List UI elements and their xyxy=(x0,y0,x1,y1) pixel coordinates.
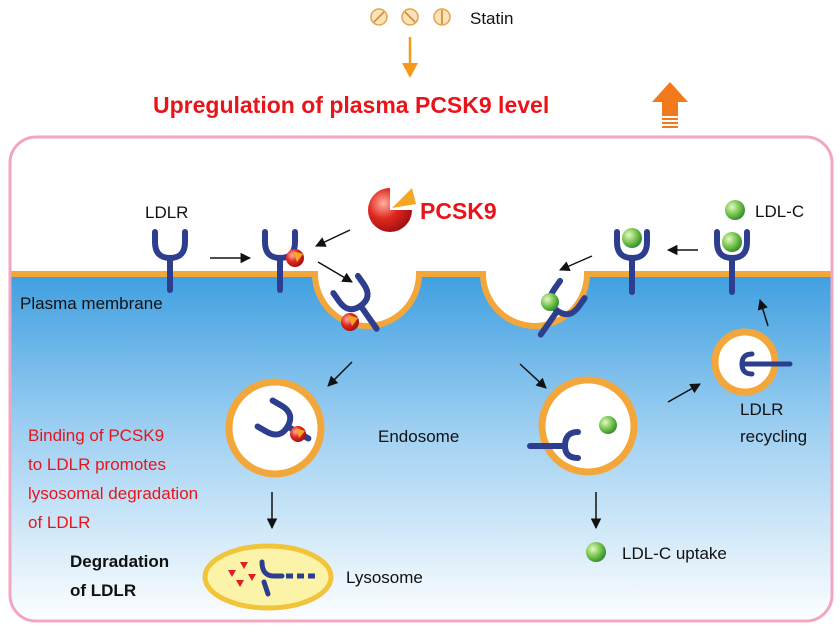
ldl-c-uptake-label: LDL-C uptake xyxy=(622,544,727,563)
plasma-membrane-label: Plasma membrane xyxy=(20,294,163,313)
ldl-particle-icon xyxy=(725,200,745,220)
ldl-particle-icon xyxy=(622,228,642,248)
flow-arrow xyxy=(317,261,353,283)
pcsk9-icon xyxy=(290,426,306,442)
ldlr-receptor xyxy=(152,229,188,293)
degradation-label: Degradation xyxy=(70,552,169,571)
endosome-left xyxy=(225,378,325,478)
ldlr-recycling-label: recycling xyxy=(740,427,807,446)
ldlr-label: LDLR xyxy=(145,203,188,222)
binding-note-line: to LDLR promotes xyxy=(28,455,166,474)
statin-pill-icon xyxy=(370,8,451,26)
recycling-endosome xyxy=(711,328,793,396)
pcsk9-icon xyxy=(286,249,304,267)
ldl-particle-icon xyxy=(722,232,742,252)
flow-arrow xyxy=(315,229,351,247)
down-arrow-icon xyxy=(402,37,418,78)
lysosome xyxy=(202,543,334,611)
ldlr-recycling-label: LDLR xyxy=(740,400,783,419)
endosome-right xyxy=(527,376,638,476)
binding-note-line: of LDLR xyxy=(28,513,90,532)
binding-note-line: lysosomal degradation xyxy=(28,484,198,503)
ldlr-receptor xyxy=(262,229,298,293)
ldlr-receptor xyxy=(714,229,750,295)
degradation-label: of LDLR xyxy=(70,581,136,600)
ldl-particle-icon xyxy=(599,416,617,434)
ldl-particle-icon xyxy=(586,542,606,562)
flow-arrow xyxy=(559,255,593,272)
pcsk9-label: PCSK9 xyxy=(420,198,497,224)
ldl-particle-icon xyxy=(541,293,559,311)
statin-label: Statin xyxy=(470,9,513,28)
ldlr-receptor xyxy=(330,272,380,332)
flow-arrow xyxy=(327,361,353,387)
flow-arrow xyxy=(519,363,547,389)
pcsk9-icon xyxy=(368,188,416,232)
ldlr-receptor xyxy=(614,229,650,295)
flow-arrow xyxy=(667,383,701,403)
up-arrow-icon xyxy=(652,82,688,128)
ldl-c-label: LDL-C xyxy=(755,202,804,221)
endosome-label: Endosome xyxy=(378,427,459,446)
flow-arrow xyxy=(757,298,769,327)
upregulation-title: Upregulation of plasma PCSK9 level xyxy=(153,92,549,118)
pcsk9-icon xyxy=(341,313,359,331)
binding-note-line: Binding of PCSK9 xyxy=(28,426,164,445)
binding-note: Binding of PCSK9 to LDLR promotes lysoso… xyxy=(28,426,198,532)
lysosome-label: Lysosome xyxy=(346,568,423,587)
